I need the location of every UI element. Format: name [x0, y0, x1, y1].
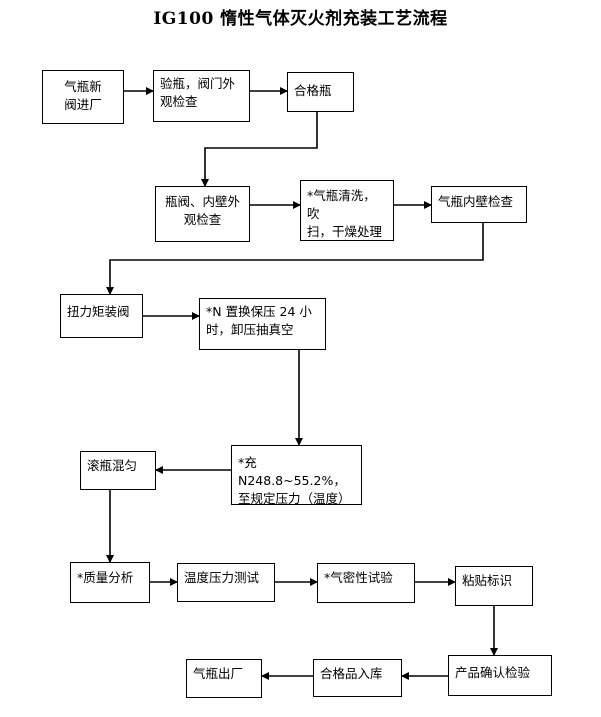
step-valve-inner-wall-visual-check: 瓶阀、内壁外 观检查 [155, 186, 250, 242]
step-cylinder-new-valve-arrival: 气瓶新 阀进厂 [42, 70, 124, 124]
step-torque-valve-assembly: 扭力矩装阀 [60, 294, 143, 338]
step-cylinder-valve-inspection: 验瓶，阀门外 观检查 [153, 70, 250, 122]
step-inner-wall-inspection: 气瓶内壁检查 [431, 186, 527, 223]
step-temperature-pressure-test: 温度压力测试 [177, 563, 275, 602]
step-n2-filling-pressure: *充 N248.8~55.2%， 至规定压力（温度） [231, 445, 362, 506]
step-n2-replacement-vacuum: *N 置换保压 24 小 时，卸压抽真空 [199, 298, 326, 350]
step-rolling-mixing: 滚瓶混匀 [80, 451, 156, 490]
step-apply-labels: 粘贴标识 [455, 566, 533, 606]
step-product-confirmation-inspection: 产品确认检验 [448, 655, 552, 696]
step-qualified-cylinder: 合格瓶 [287, 72, 354, 112]
step-airtightness-test: *气密性试验 [317, 563, 415, 603]
arrow-s6-s7 [106, 223, 484, 295]
diagram-title: IG100 惰性气体灭火剂充装工艺流程 [153, 9, 448, 29]
step-cleaning-purge-drying: *气瓶清洗，吹 扫，干燥处理 [300, 180, 394, 241]
step-cylinder-shipment: 气瓶出厂 [186, 659, 262, 698]
step-warehouse-qualified: 合格品入库 [313, 659, 402, 697]
step-quality-analysis: *质量分析 [70, 562, 150, 603]
arrow-s3-s4 [201, 112, 318, 187]
